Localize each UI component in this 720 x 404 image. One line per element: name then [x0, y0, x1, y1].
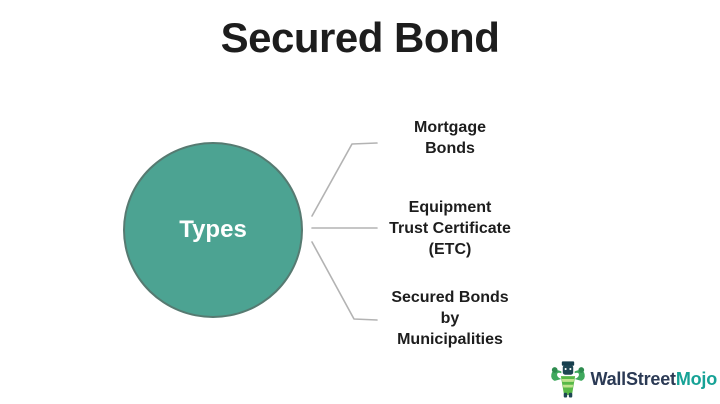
- wordmark-primary: WallStreet: [590, 368, 676, 389]
- branch-label-mortgage-bonds: Mortgage Bonds: [414, 119, 486, 157]
- types-node: Types: [123, 142, 303, 318]
- branch-label-secured-bonds-municipalities: Secured Bonds by Municipalities: [391, 289, 509, 348]
- wordmark: WallStreetMojo: [590, 369, 717, 390]
- wordmark-accent: Mojo: [675, 368, 717, 389]
- page-title: Secured Bond: [220, 14, 500, 61]
- wallstreetmojo-logo: WallStreetMojo: [549, 359, 717, 399]
- bull-mascot-icon: [551, 361, 586, 398]
- branch-label-equipment-trust-certificate: Equipment Trust Certificate (ETC): [389, 199, 511, 258]
- types-node-label: Types: [179, 216, 247, 243]
